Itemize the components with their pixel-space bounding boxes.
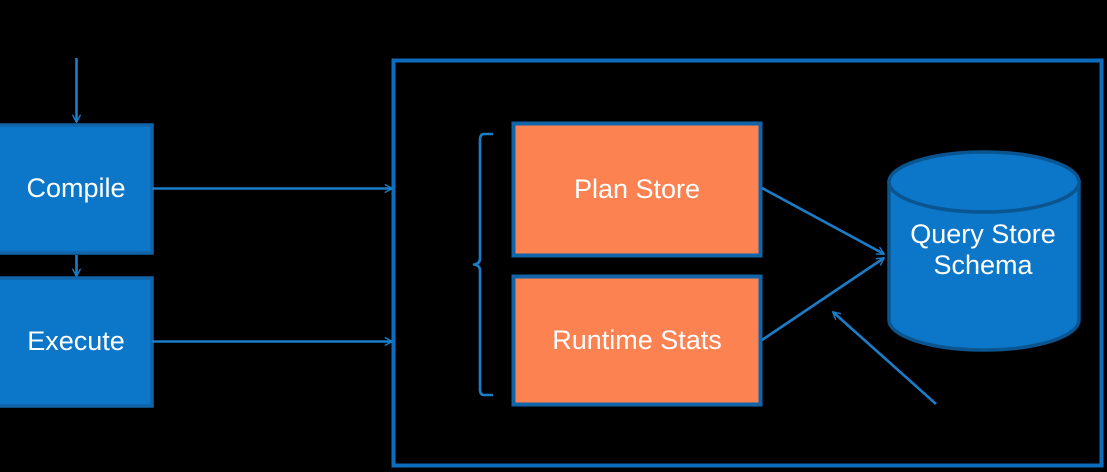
plan-store-to-schema-arrow (761, 186, 886, 256)
compile-box[interactable] (0, 123, 154, 255)
group-bracket (472, 132, 494, 397)
plan-store-box[interactable] (511, 121, 763, 258)
query-store-schema-cylinder[interactable] (887, 150, 1081, 352)
runtime-stats-box[interactable] (511, 274, 763, 407)
query-store-container (391, 58, 1104, 468)
runtime-stats-to-schema-arrow (761, 256, 885, 342)
external-to-schema-arrow (832, 311, 937, 405)
execute-box[interactable] (0, 276, 154, 408)
